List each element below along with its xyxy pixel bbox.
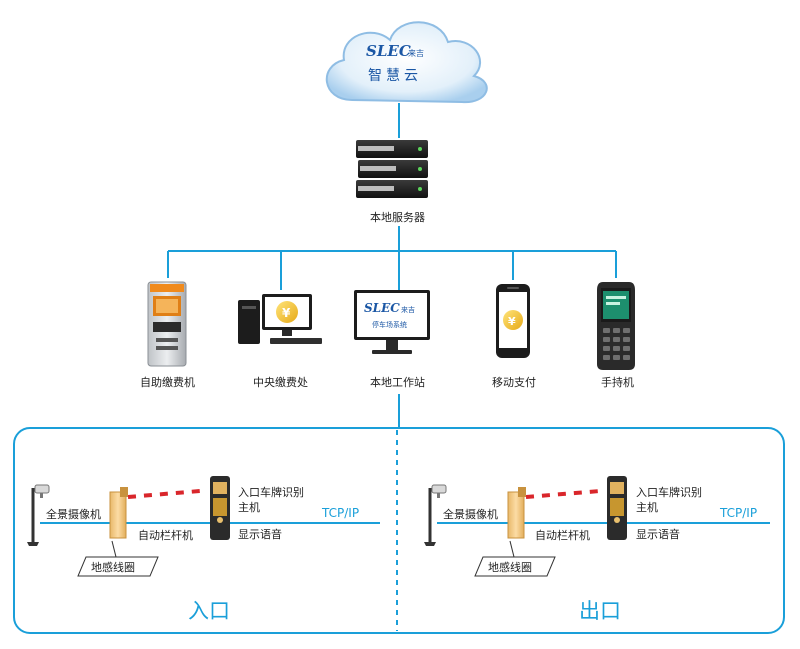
camera-label: 全景摄像机 [46, 507, 101, 521]
device-label: 手持机 [601, 375, 634, 389]
ground-loop-icon [474, 540, 556, 577]
lane-exit: 全景摄像机 自动栏杆机 地感线圈 入口车牌识别 主机 显示语音 TCP/IP 出… [424, 476, 770, 623]
loop-label: 地感线圈 [488, 560, 532, 574]
server-label: 本地服务器 [370, 210, 425, 224]
device-self-service-kiosk: 自助缴费机 [140, 281, 195, 389]
barrier-label: 自动栏杆机 [535, 528, 590, 542]
device-local-workstation: SLEC 来吉 停车场系统 本地工作站 [354, 290, 430, 389]
lane-title: 入口 [188, 599, 230, 623]
cloud-icon [325, 21, 488, 104]
lane-entrance: 全景摄像机 自动栏杆机 地感线圈 入口车牌识别 主机 显示语音 TCP/IP 入… [27, 476, 380, 623]
network-label: TCP/IP [321, 506, 359, 520]
device-label: 移动支付 [492, 376, 536, 389]
monitor-icon: SLEC 来吉 停车场系统 [354, 290, 430, 354]
workstation-screen-text: 停车场系统 [372, 320, 407, 329]
cloud-brand: SLEC [366, 42, 411, 60]
device-label: 本地工作站 [370, 375, 425, 389]
device-central-payment: ¥ 中央缴费处 [238, 294, 322, 389]
host-label-line1: 入口车牌识别 [238, 485, 304, 499]
kiosk-icon [147, 281, 187, 367]
device-label: 中央缴费处 [253, 375, 308, 389]
cloud-node: SLEC 来吉 智慧云 [325, 21, 488, 104]
server-icon [356, 140, 428, 198]
host-label-line2: 主机 [238, 500, 260, 514]
coin-icon [503, 310, 523, 330]
server-node: 本地服务器 [356, 140, 428, 224]
camera-label: 全景摄像机 [443, 507, 498, 521]
coin-symbol: ¥ [282, 306, 291, 320]
smartphone-icon: ¥ [496, 284, 530, 358]
ground-loop-icon [77, 540, 159, 577]
host-label-line2: 主机 [636, 500, 658, 514]
plate-recognition-host-icon [210, 476, 230, 540]
coin-symbol: ¥ [508, 315, 516, 328]
host-label-line1: 入口车牌识别 [636, 485, 702, 499]
device-label: 自助缴费机 [140, 375, 195, 389]
camera-icon [27, 484, 50, 546]
lanes-container [13, 427, 785, 634]
camera-icon [424, 484, 447, 546]
desktop-computer-icon: ¥ [238, 294, 322, 344]
device-handheld: 手持机 [597, 282, 635, 389]
plate-recognition-host-icon [607, 476, 627, 540]
lane-title: 出口 [579, 599, 621, 623]
device-bus [167, 226, 617, 290]
workstation-brand: SLEC [364, 301, 400, 315]
cloud-title: 智慧云 [368, 68, 422, 84]
barrier-label: 自动栏杆机 [138, 528, 193, 542]
network-label: TCP/IP [719, 506, 757, 520]
voice-label: 显示语音 [636, 527, 680, 541]
coin-icon [276, 301, 298, 323]
barrier-gate-icon [507, 487, 601, 539]
device-mobile-payment: ¥ 移动支付 [492, 284, 536, 389]
workstation-brand-cn: 来吉 [401, 306, 415, 314]
handheld-terminal-icon [597, 282, 635, 370]
barrier-gate-icon [109, 487, 201, 539]
voice-label: 显示语音 [238, 527, 282, 541]
loop-label: 地感线圈 [91, 560, 135, 574]
cloud-brand-cn: 来吉 [408, 49, 424, 58]
